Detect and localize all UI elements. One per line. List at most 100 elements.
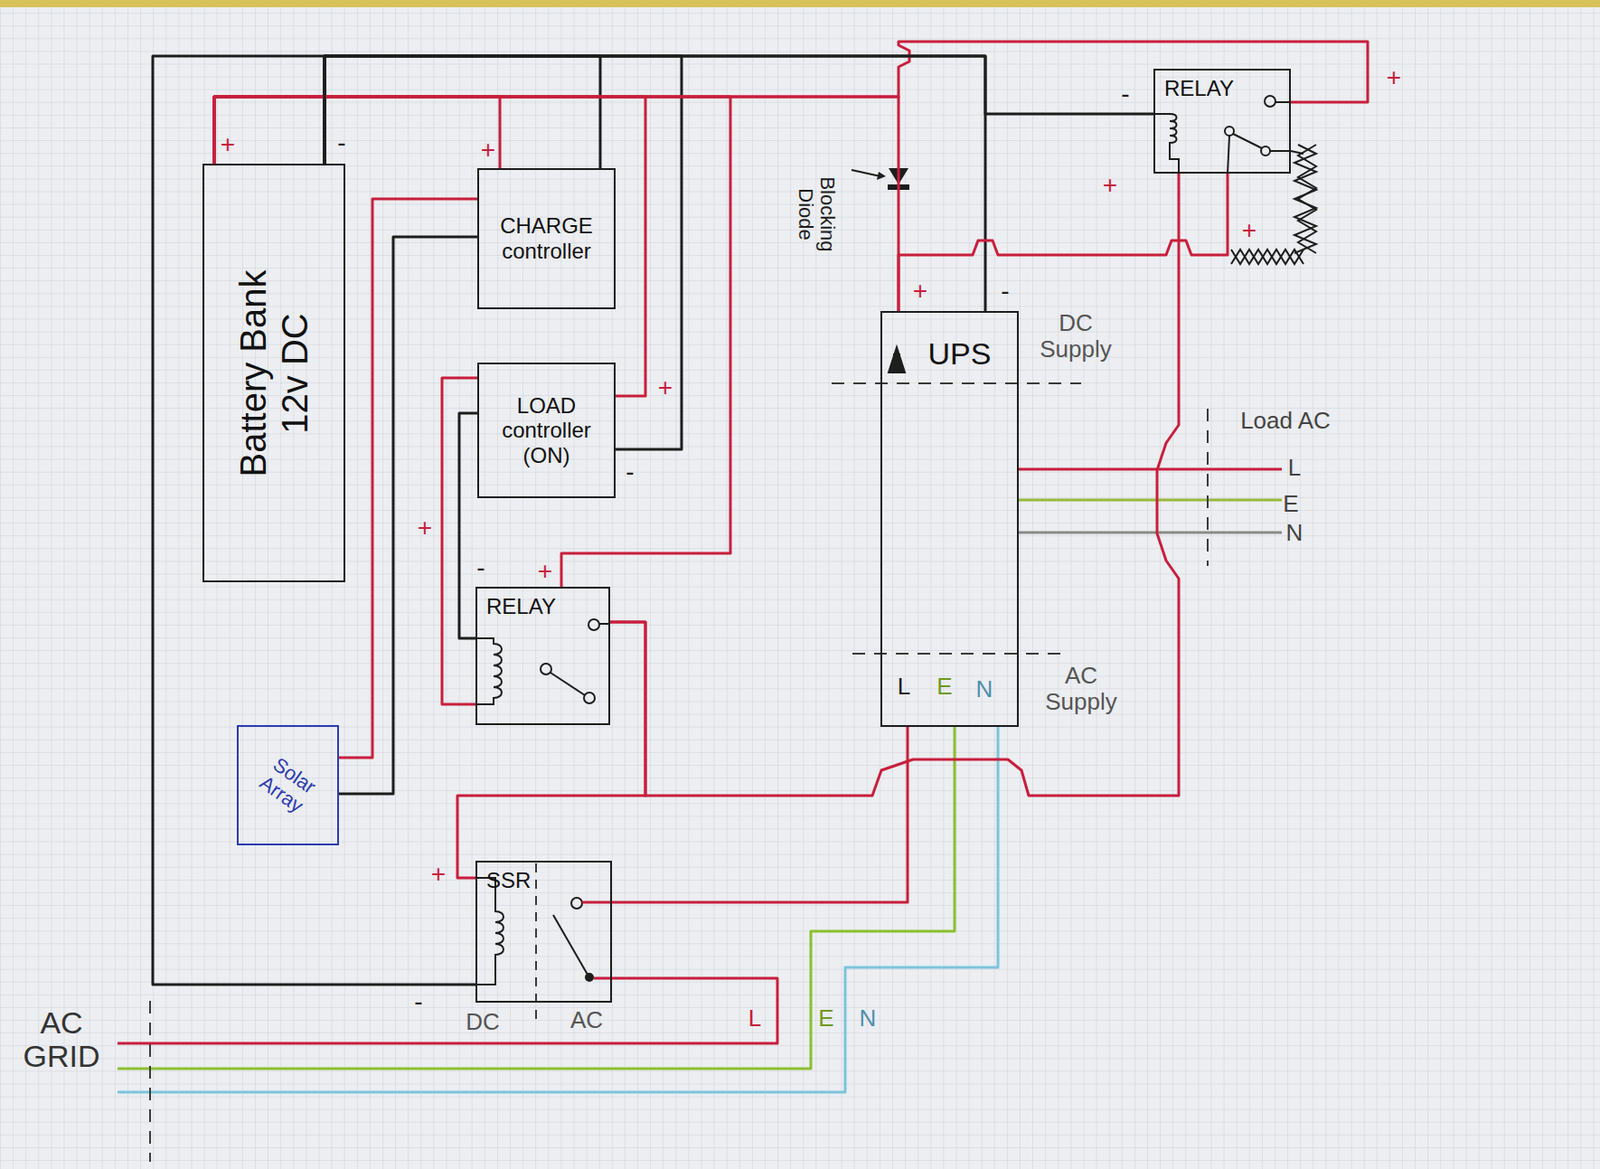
terminal-sign: +	[1102, 171, 1118, 200]
terminal-sign: -	[476, 554, 485, 583]
terminal-sign: +	[417, 514, 433, 543]
terminal-sign: +	[912, 277, 928, 306]
relay-box: RELAY	[475, 586, 611, 725]
terminal-sign: +	[537, 557, 553, 586]
relay-contact	[583, 692, 595, 704]
relay-switch	[550, 672, 585, 696]
relay-contact	[1261, 146, 1271, 156]
grid-neutral-wire	[117, 726, 998, 1092]
wire	[898, 173, 1228, 311]
terminal-sign: -	[414, 988, 423, 1017]
terminal-sign: +	[220, 131, 236, 160]
scribbled-wire	[1294, 144, 1317, 254]
terminal-sign: +	[431, 860, 446, 889]
side-label: AC	[570, 1007, 603, 1034]
ac-supply-boundary	[852, 652, 1062, 655]
ssr-box: SSR	[475, 860, 612, 1003]
load-live-wire	[1018, 468, 1282, 471]
relay-lead	[1275, 101, 1291, 104]
paper-edge	[0, 0, 1600, 8]
wire	[152, 56, 476, 985]
terminal-sign: +	[480, 136, 496, 165]
terminal-name: E	[936, 673, 952, 700]
relay-coil	[475, 638, 502, 705]
dc-supply-boundary	[831, 382, 1082, 385]
relay-coil	[1153, 113, 1179, 174]
supply-label: DC Supply	[1025, 310, 1126, 362]
terminal-sign: -	[1000, 277, 1009, 306]
leader-arrowhead	[876, 171, 886, 180]
wire	[611, 726, 908, 903]
terminal-sign: -	[1120, 80, 1130, 109]
wire	[324, 56, 986, 311]
node-label: SSR	[486, 867, 531, 894]
battery-box: Battery Bank 12v DC	[202, 163, 346, 583]
terminal-sign: +	[1386, 64, 1402, 93]
node-label: RELAY	[486, 593, 556, 620]
ups-box: UPS	[880, 310, 1019, 727]
ssr-contact	[571, 897, 583, 909]
node-label: Battery Bank 12v DC	[232, 237, 316, 509]
wire	[338, 236, 478, 794]
terminal-name: E	[818, 1005, 834, 1032]
load-earth-wire	[1018, 498, 1282, 502]
load-label: Load AC	[1240, 407, 1331, 434]
grid-label: AC GRID	[11, 1006, 112, 1074]
terminal-sign: +	[658, 374, 673, 403]
ssr-isolation-line	[535, 863, 537, 1024]
grid-boundary	[149, 1000, 151, 1162]
ssr-switch	[553, 914, 588, 975]
wire	[459, 413, 478, 639]
node-label: LOAD controller (ON)	[486, 393, 607, 469]
grid-live-wire	[117, 978, 778, 1044]
load-neutral-wire	[1018, 531, 1282, 535]
ssr-pivot	[585, 973, 593, 981]
terminal-sign: -	[625, 458, 634, 487]
controller-box: CHARGE controller	[477, 168, 616, 310]
node-label: UPS	[928, 336, 992, 372]
wire	[442, 377, 478, 705]
scribbled-wire	[1231, 249, 1304, 264]
node-label: RELAY	[1164, 75, 1234, 102]
terminal-name: N	[976, 676, 994, 703]
grid-earth-wire	[117, 726, 955, 1069]
terminal-sign: +	[1242, 216, 1257, 245]
relay-switch	[1232, 133, 1262, 149]
terminal-name: E	[1282, 490, 1299, 518]
wire	[214, 41, 1368, 164]
controller-box: LOAD controller (ON)	[477, 362, 616, 499]
terminal-name: L	[897, 673, 911, 700]
terminal-sign: -	[337, 129, 346, 158]
leader-line	[851, 169, 881, 177]
component-label: Blocking Diode	[794, 160, 838, 269]
relay-contact	[1264, 95, 1276, 107]
scribbled-wire	[1231, 249, 1304, 264]
relay-lead	[1227, 135, 1230, 174]
ups-icon	[888, 347, 905, 373]
wire	[214, 96, 899, 311]
wire	[214, 96, 731, 587]
relay-pivot	[540, 663, 552, 675]
ssr-lead	[582, 901, 612, 904]
scribbled-wire	[1298, 144, 1317, 254]
ssr-coil	[475, 877, 504, 985]
supply-label: AC Supply	[1031, 662, 1131, 715]
node-label: Solar Array	[240, 742, 336, 829]
wire	[610, 173, 1179, 796]
side-label: DC	[465, 1008, 500, 1036]
load-boundary	[1206, 408, 1209, 566]
wire	[324, 56, 1154, 164]
relay-pivot	[1224, 126, 1234, 136]
wire	[324, 56, 601, 169]
wire	[214, 96, 500, 169]
terminal-name: N	[859, 1005, 877, 1032]
terminal-name: L	[1288, 454, 1301, 481]
wire	[324, 56, 682, 450]
relay-lead	[1270, 150, 1304, 154]
node-label: CHARGE controller	[486, 213, 607, 264]
